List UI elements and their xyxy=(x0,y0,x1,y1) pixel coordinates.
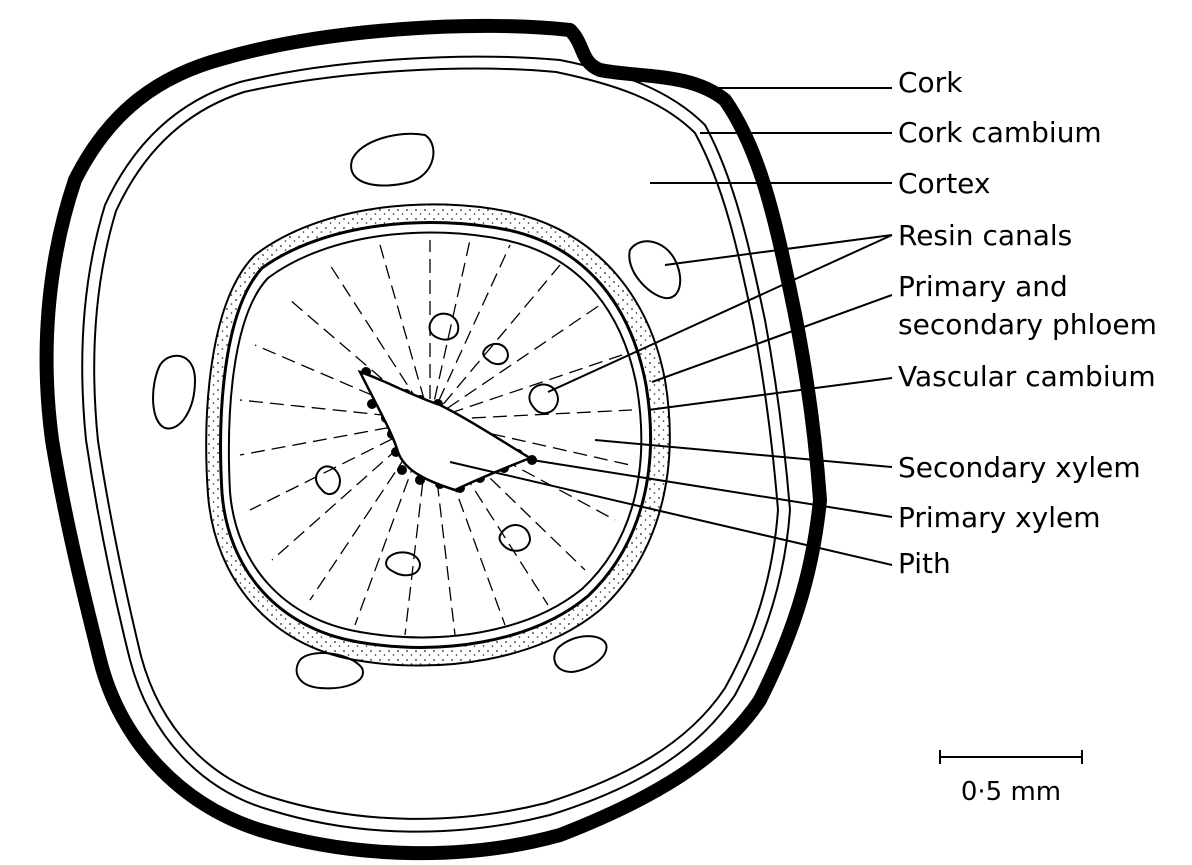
label-resin-canals: Resin canals xyxy=(898,219,1072,252)
label-vascular-cambium: Vascular cambium xyxy=(898,360,1156,393)
label-phloem-line2: secondary phloem xyxy=(898,308,1157,341)
pith xyxy=(357,369,533,492)
label-secondary-xylem: Secondary xylem xyxy=(898,451,1141,484)
label-cork: Cork xyxy=(898,66,963,99)
vascular-cambium-ring xyxy=(219,220,652,649)
resin-canal xyxy=(553,635,608,674)
leader-lines xyxy=(449,87,893,566)
cork-cambium-outer xyxy=(81,55,792,833)
label-phloem-line1: Primary and xyxy=(898,270,1068,303)
resin-canal xyxy=(350,132,435,187)
xylem-outer-edge xyxy=(227,231,643,639)
xylem-resin-canal xyxy=(498,524,532,552)
label-cortex: Cortex xyxy=(898,167,990,200)
xylem-resin-canal xyxy=(314,465,342,496)
label-primary-xylem: Primary xylem xyxy=(898,501,1101,534)
scale-bar-label: 0·5 mm xyxy=(961,777,1061,807)
xylem-resin-canal xyxy=(385,551,422,577)
resin-canal xyxy=(152,354,197,430)
resin-canal xyxy=(628,240,682,300)
label-cork-cambium: Cork cambium xyxy=(898,116,1102,149)
cork-cambium-inner xyxy=(93,67,780,820)
scale-bar: 0·5 mm xyxy=(939,750,1083,807)
cork-layer xyxy=(39,18,827,861)
label-pith: Pith xyxy=(898,547,951,580)
xylem-resin-canal xyxy=(428,312,460,341)
xylem-resin-canal xyxy=(482,342,510,366)
xylem-resin-canal xyxy=(528,383,560,415)
phloem-outer-edge xyxy=(205,203,671,667)
